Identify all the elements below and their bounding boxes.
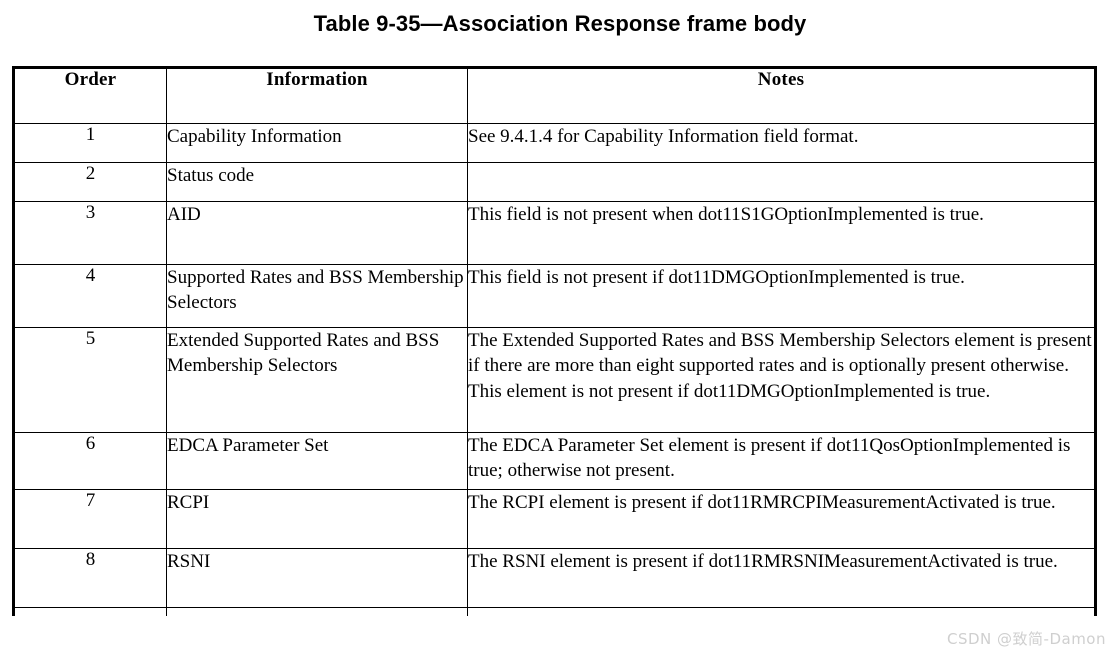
cell-information: Extended Supported Rates and BSS Members… <box>166 327 468 433</box>
table-row: 7 RCPI The RCPI element is present if do… <box>13 489 1096 549</box>
column-header-notes: Notes <box>467 67 1096 124</box>
column-header-order: Order <box>13 67 167 124</box>
association-response-frame-body-table: Order Information Notes 1 Capability Inf… <box>12 66 1097 616</box>
cell-information: EDCA Parameter Set <box>166 432 468 490</box>
table-row-partial <box>13 607 1096 616</box>
table-row: 4 Supported Rates and BSS Membership Sel… <box>13 264 1096 328</box>
cell-order: 2 <box>13 162 167 202</box>
cell-notes: This field is not present when dot11S1GO… <box>467 201 1096 265</box>
cell-order: 6 <box>13 432 167 490</box>
cell-order: 5 <box>13 327 167 433</box>
cell-notes: The EDCA Parameter Set element is presen… <box>467 432 1096 490</box>
cell-information: AID <box>166 201 468 265</box>
watermark: CSDN @致简-Damon <box>947 630 1106 648</box>
cell-information: Supported Rates and BSS Membership Selec… <box>166 264 468 328</box>
cell-information: Capability Information <box>166 123 468 163</box>
cell-order <box>13 607 167 616</box>
table-row: 5 Extended Supported Rates and BSS Membe… <box>13 327 1096 433</box>
cell-notes: The RCPI element is present if dot11RMRC… <box>467 489 1096 549</box>
cell-notes <box>467 607 1096 616</box>
cell-order: 7 <box>13 489 167 549</box>
cell-order: 8 <box>13 548 167 608</box>
table-header: Order Information Notes <box>13 67 1096 124</box>
table-row: 3 AID This field is not present when dot… <box>13 201 1096 265</box>
cell-information: Status code <box>166 162 468 202</box>
cell-notes: The RSNI element is present if dot11RMRS… <box>467 548 1096 608</box>
column-header-information: Information <box>166 67 468 124</box>
cell-order: 1 <box>13 123 167 163</box>
cell-order: 3 <box>13 201 167 265</box>
cell-information: RSNI <box>166 548 468 608</box>
table-row: 6 EDCA Parameter Set The EDCA Parameter … <box>13 432 1096 490</box>
cell-notes <box>467 162 1096 202</box>
table-row: 8 RSNI The RSNI element is present if do… <box>13 548 1096 608</box>
table-body: 1 Capability Information See 9.4.1.4 for… <box>13 123 1096 616</box>
table-container: Order Information Notes 1 Capability Inf… <box>12 66 1097 616</box>
cell-order: 4 <box>13 264 167 328</box>
table-row: 2 Status code <box>13 162 1096 202</box>
cell-notes: See 9.4.1.4 for Capability Information f… <box>467 123 1096 163</box>
table-row: 1 Capability Information See 9.4.1.4 for… <box>13 123 1096 163</box>
page-title: Table 9-35—Association Response frame bo… <box>313 11 807 36</box>
cell-information <box>166 607 468 616</box>
cell-notes: This field is not present if dot11DMGOpt… <box>467 264 1096 328</box>
cell-information: RCPI <box>166 489 468 549</box>
table-header-row: Order Information Notes <box>13 67 1096 124</box>
cell-notes: The Extended Supported Rates and BSS Mem… <box>467 327 1096 433</box>
